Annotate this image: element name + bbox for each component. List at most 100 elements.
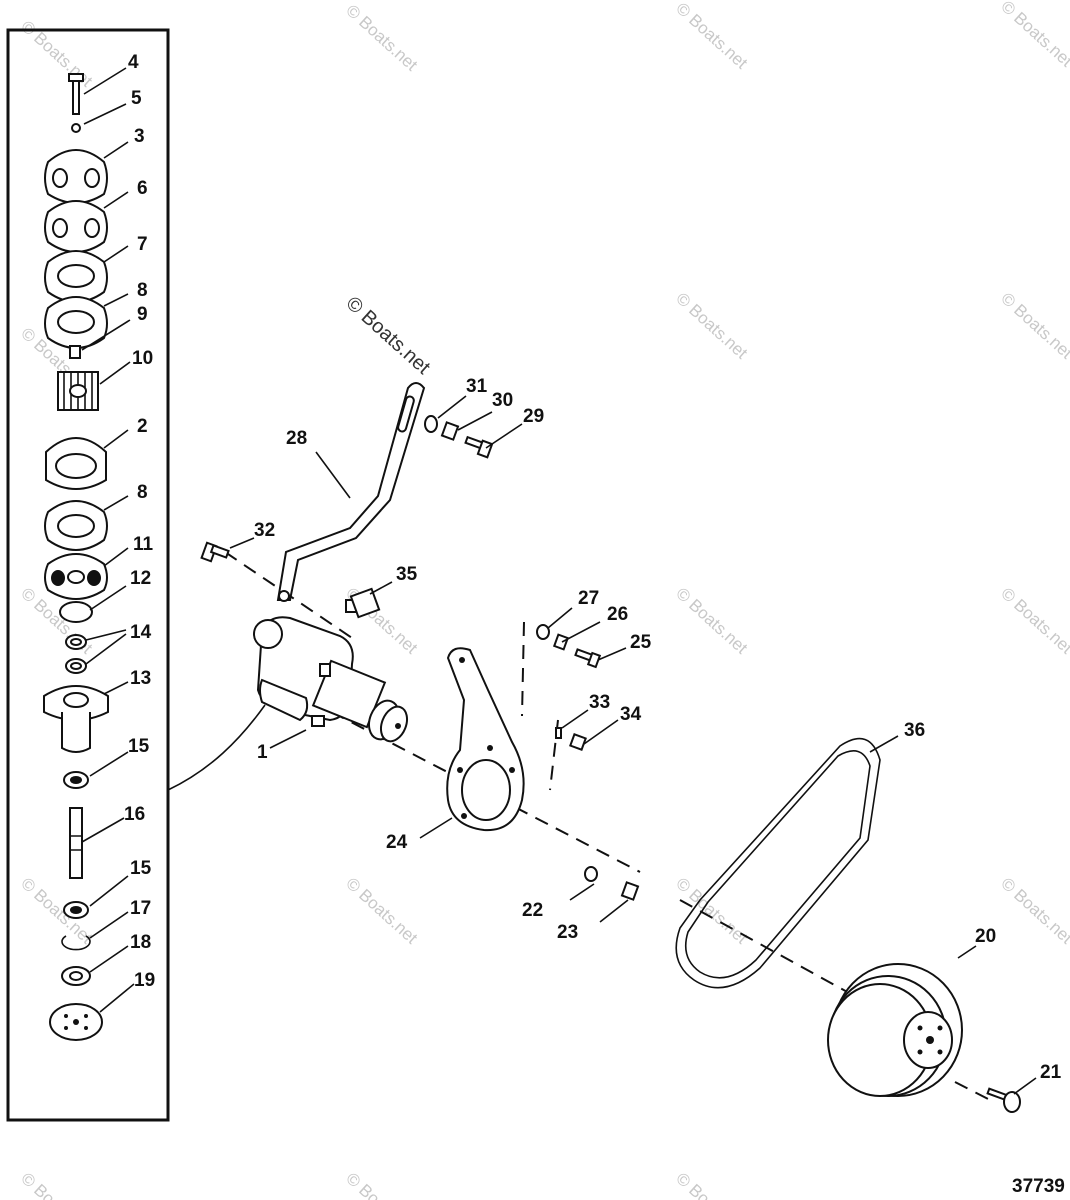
alignment-line	[954, 1081, 991, 1101]
callout-16: 16	[124, 804, 145, 825]
pulley	[827, 963, 963, 1097]
washer	[536, 624, 550, 640]
impeller-housing	[45, 437, 107, 490]
nut	[440, 421, 460, 441]
bolt	[574, 648, 602, 669]
callout-4: 4	[128, 52, 139, 73]
watermark: © Boats.net	[672, 1169, 751, 1200]
callout-9: 9	[137, 304, 148, 325]
watermark: © Boats.net	[342, 1, 421, 75]
callout-28: 28	[286, 428, 307, 449]
callout-10: 10	[132, 348, 153, 369]
callout-6: 6	[137, 178, 148, 199]
gasket	[44, 296, 108, 349]
hub	[49, 1003, 103, 1041]
callout-7: 7	[137, 234, 148, 255]
callout-1: 1	[257, 742, 268, 763]
plate	[44, 149, 108, 204]
watermark: © Boats.net	[342, 292, 435, 379]
callout-18: 18	[130, 932, 151, 953]
washer	[71, 123, 81, 133]
callout-31: 31	[466, 376, 488, 397]
seal	[65, 634, 87, 650]
gasket	[44, 200, 108, 253]
stud	[555, 727, 562, 739]
gasket	[44, 500, 108, 551]
callout-8: 8	[137, 280, 148, 301]
mounting-bracket	[446, 647, 525, 832]
nut	[620, 881, 640, 901]
callout-23: 23	[557, 922, 578, 943]
callout-14: 14	[130, 622, 152, 643]
callout-15: 15	[130, 858, 152, 879]
water-pump	[253, 616, 409, 743]
callout-17: 17	[130, 898, 151, 919]
callout-22: 22	[522, 900, 543, 921]
callout-24: 24	[386, 832, 408, 853]
gasket	[44, 250, 108, 303]
figure-number: 37739	[1012, 1176, 1065, 1197]
callout-19: 19	[134, 970, 155, 991]
callout-35: 35	[396, 564, 418, 585]
washer	[424, 415, 438, 433]
watermark: © Boats.net	[17, 17, 96, 91]
callout-20: 20	[975, 926, 996, 947]
watermark: © Boats.net	[672, 584, 751, 658]
seal	[65, 658, 87, 674]
watermark: © Boats.net	[997, 289, 1070, 363]
nut	[569, 733, 587, 751]
callout-15: 15	[128, 736, 150, 757]
watermark: © Boats.net	[342, 874, 421, 948]
wear-plate	[44, 553, 108, 600]
o-ring	[59, 601, 93, 623]
callout-30: 30	[492, 390, 513, 411]
callout-13: 13	[130, 668, 151, 689]
bolt	[200, 541, 230, 563]
callout-34: 34	[620, 704, 642, 725]
watermark: © Boats.net	[672, 289, 751, 363]
callout-32: 32	[254, 520, 275, 541]
callout-11: 11	[133, 534, 154, 555]
watermark: © Boats.net	[997, 874, 1070, 948]
callout-8: 8	[137, 482, 148, 503]
bolt	[464, 435, 494, 459]
callout-3: 3	[134, 126, 145, 147]
screw	[68, 73, 84, 115]
leader-line	[81, 67, 135, 1013]
washer	[61, 966, 91, 986]
callout-27: 27	[578, 588, 599, 609]
callout-21: 21	[1040, 1062, 1062, 1083]
callout-26: 26	[607, 604, 628, 625]
callout-5: 5	[131, 88, 142, 109]
shaft	[69, 807, 83, 879]
leader-line	[229, 395, 1037, 1095]
watermark: © Boats.net	[342, 1169, 421, 1200]
callout-12: 12	[130, 568, 151, 589]
callout-2: 2	[137, 416, 148, 437]
inset-connector-line	[167, 704, 266, 791]
drive-belt	[675, 737, 881, 989]
washer	[584, 866, 598, 882]
adjusting-bracket	[276, 382, 426, 602]
callout-36: 36	[904, 720, 925, 741]
watermark: © Boats.net	[672, 0, 751, 73]
callout-25: 25	[630, 632, 652, 653]
snap-ring	[61, 935, 91, 951]
inset-frame	[6, 28, 170, 1122]
pump-internals-inset: 4 5 3 6 7 8 9 10 2 8 11 12 14 13 15 16 1…	[6, 28, 266, 1122]
nut	[552, 633, 570, 651]
watermark: © Boats.net	[997, 584, 1070, 658]
watermark: © Boats.net	[997, 0, 1070, 71]
impeller	[57, 371, 99, 411]
bolt	[986, 1087, 1021, 1113]
callout-33: 33	[589, 692, 610, 713]
callout-29: 29	[523, 406, 544, 427]
bearing	[63, 771, 89, 789]
bearing	[63, 901, 89, 919]
watermark: © Boats.net	[17, 1169, 96, 1200]
key	[69, 345, 81, 359]
watermark: © Boats.net	[672, 874, 751, 948]
pump-body	[43, 685, 109, 753]
alignment-line	[521, 621, 559, 791]
